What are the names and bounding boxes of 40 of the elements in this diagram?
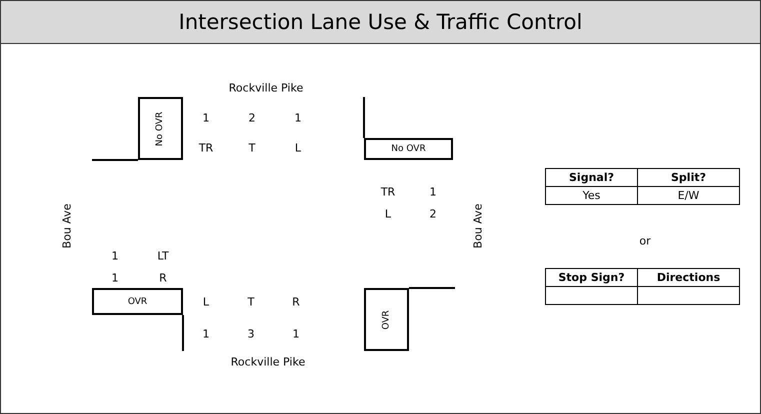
- override-label: OVR: [382, 310, 392, 330]
- lane-count: 1: [112, 272, 118, 284]
- connector-word: or: [639, 236, 651, 246]
- column-header: Stop Sign?: [545, 268, 638, 287]
- lane-movement: R: [292, 296, 300, 308]
- lane-movement: TR: [198, 142, 214, 154]
- lane-box: [364, 138, 453, 160]
- column-header: Directions: [637, 268, 740, 287]
- lane-count: 3: [248, 328, 254, 340]
- override-label: No OVR: [391, 144, 426, 154]
- street-name: Bou Ave: [472, 204, 484, 248]
- lane-movement: L: [384, 208, 392, 220]
- lane-movement: L: [202, 296, 210, 308]
- street-name: Rockville Pike: [230, 356, 306, 368]
- title: Intersection Lane Use & Traffic Control: [178, 10, 582, 34]
- lane-count: 1: [294, 112, 302, 124]
- table-value: Yes: [545, 186, 638, 205]
- lane-count: 1: [202, 112, 210, 124]
- table-value: E/W: [637, 186, 740, 205]
- lane-count: 2: [248, 112, 256, 124]
- column-header: Signal?: [545, 168, 638, 187]
- lane-movement: TR: [380, 186, 396, 198]
- lane-movement: LT: [157, 250, 169, 262]
- column-header: Split?: [637, 168, 740, 187]
- lane-movement: L: [294, 142, 302, 154]
- lane-count: 1: [112, 250, 118, 262]
- lane-count: 2: [430, 208, 436, 220]
- override-label: OVR: [128, 296, 148, 306]
- lane-box: [138, 97, 183, 160]
- lane-box: [92, 288, 183, 315]
- street-name: Bou Ave: [62, 204, 72, 248]
- lane-movement: R: [159, 272, 167, 284]
- lane-movement: T: [248, 296, 254, 308]
- lane-box: [364, 288, 409, 351]
- lane-count: 1: [292, 328, 300, 340]
- override-label: No OVR: [156, 111, 166, 146]
- street-name: Rockville Pike: [228, 82, 304, 94]
- lane-count: 1: [430, 186, 436, 198]
- lane-count: 1: [202, 328, 210, 340]
- lane-movement: T: [248, 142, 256, 154]
